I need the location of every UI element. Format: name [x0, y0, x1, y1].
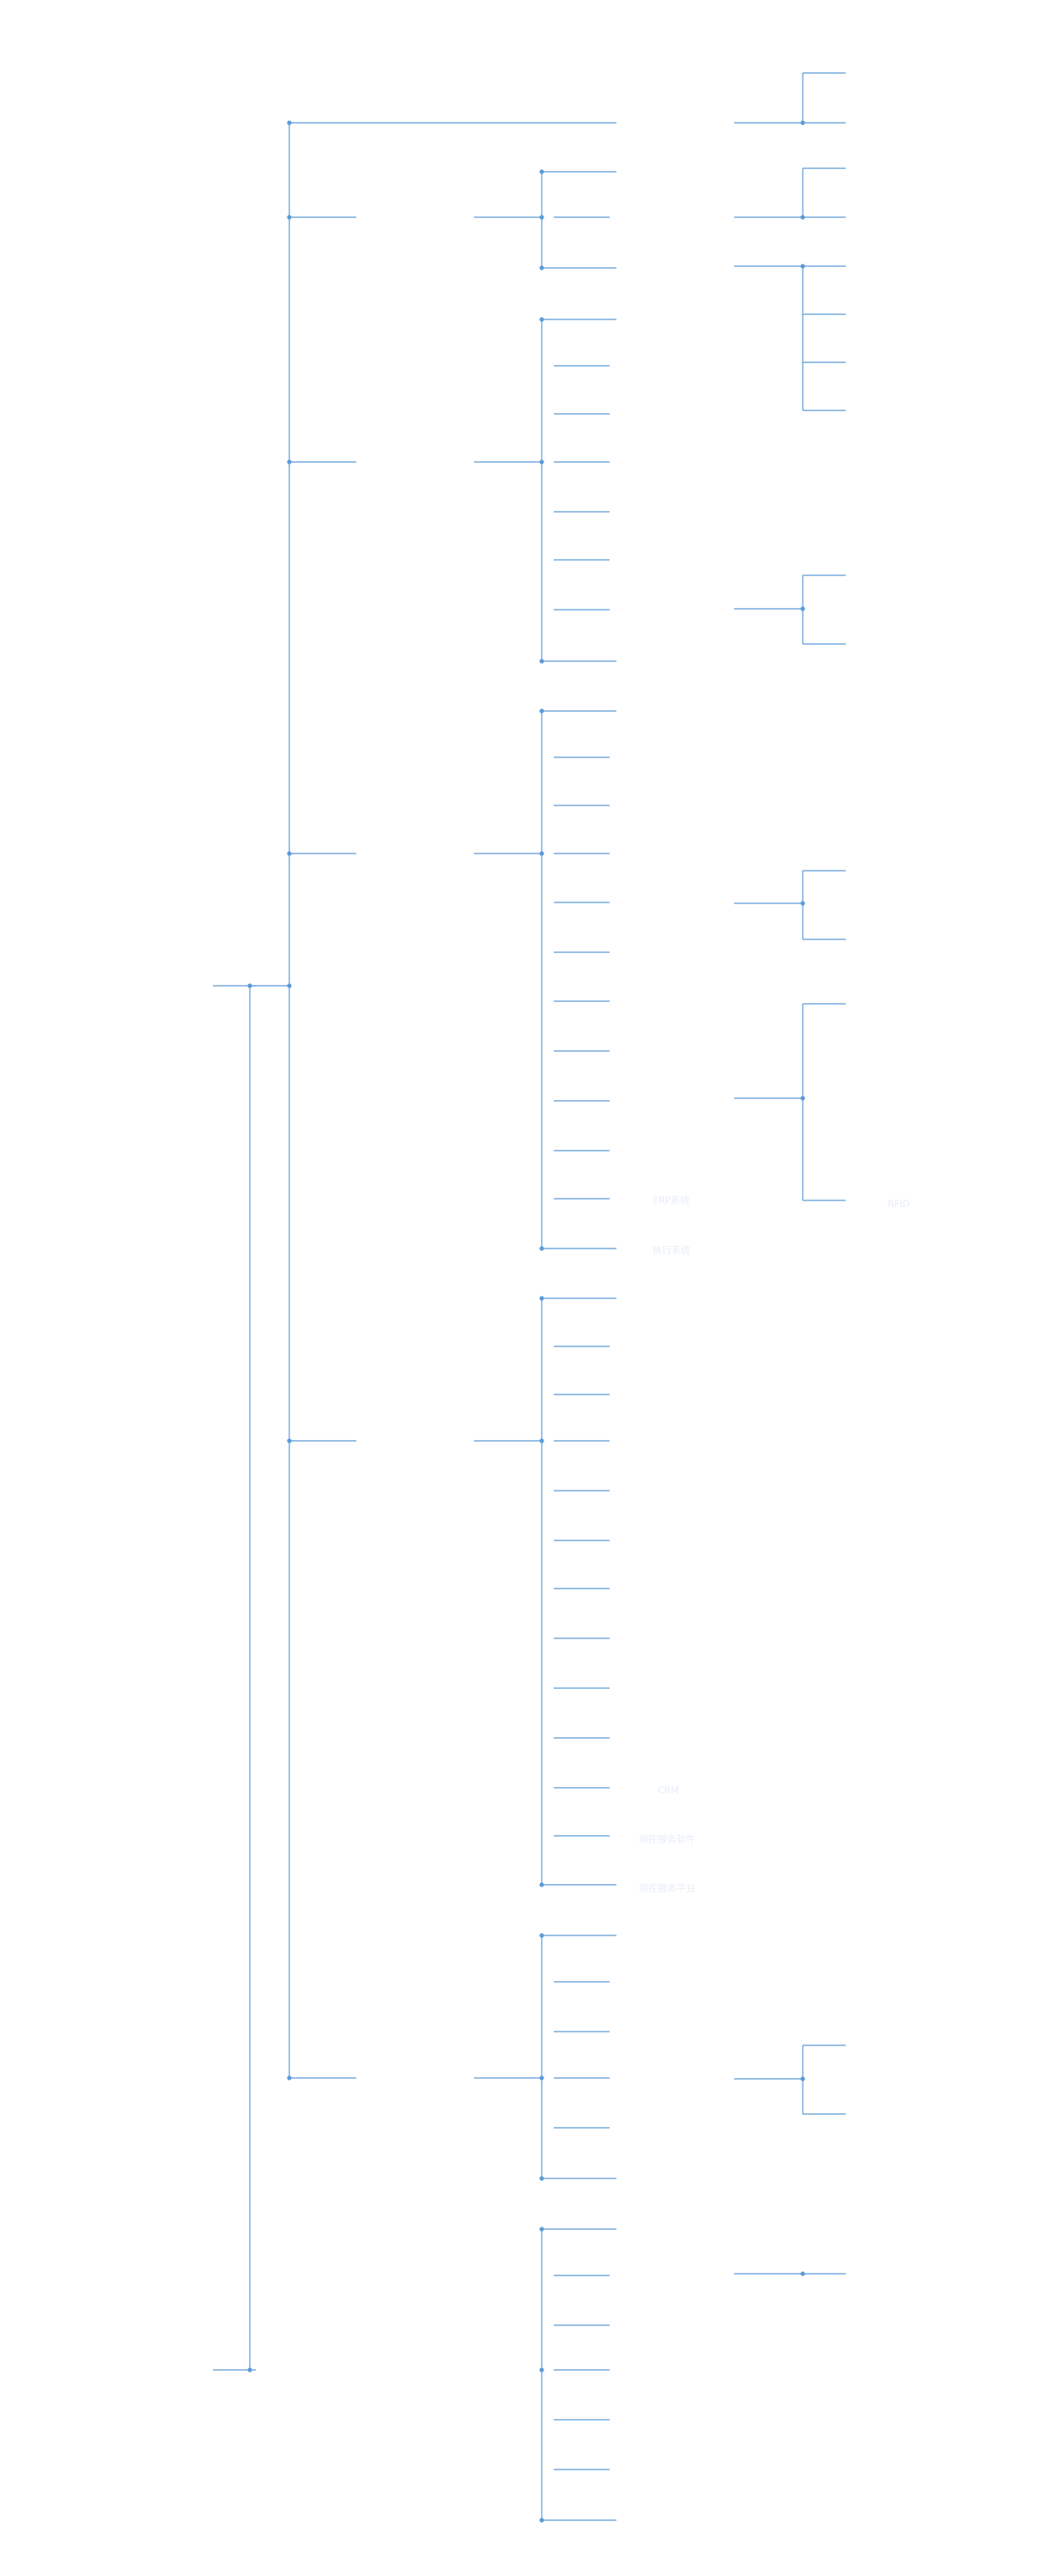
group-5-junction-mid — [539, 2367, 544, 2372]
level1-junction-4 — [287, 983, 292, 988]
crm-label: CRM — [658, 1784, 679, 1796]
lab-management-label-b: 测控服务平台 — [639, 1882, 695, 1894]
erp-system-label: ERP系统 — [652, 1194, 690, 1206]
bracket-3-junction — [800, 606, 805, 611]
bracket-4-junction — [800, 901, 805, 906]
lab-management-label-a: 测控服务软件 — [639, 1833, 695, 1845]
bracket-6-junction — [800, 2076, 805, 2081]
rfid-label: RFID — [888, 1198, 910, 1210]
group-4-junction-mid — [539, 2075, 544, 2081]
group-0-junction-mid — [539, 215, 544, 220]
group-3-junction-mid — [539, 1438, 544, 1443]
group-1-junction-mid — [539, 459, 544, 465]
mes-system-label: 执行系统 — [652, 1244, 690, 1256]
root-junction-bottom — [247, 2367, 252, 2372]
group-2-junction-mid — [539, 851, 544, 856]
bracket-5-junction — [800, 1096, 805, 1101]
